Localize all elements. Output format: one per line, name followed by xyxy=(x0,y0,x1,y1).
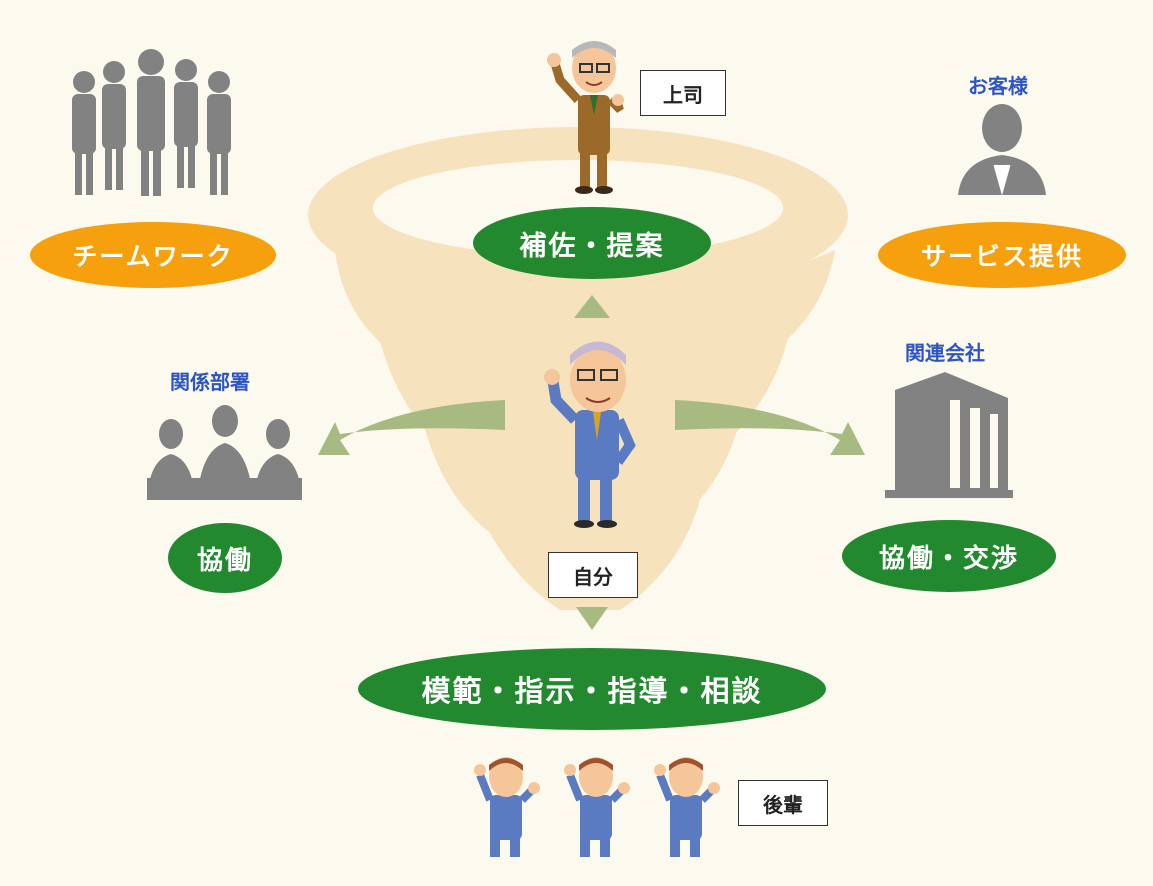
related-dept-silhouette xyxy=(147,405,302,500)
juniors-action-pill: 模範・指示・指導・相談 xyxy=(358,648,826,730)
related-company-action-pill: 協働・交渉 xyxy=(842,520,1056,592)
boss-label: 上司 xyxy=(640,70,726,116)
up-arrow xyxy=(574,295,610,318)
related-dept-label: 関係部署 xyxy=(170,370,250,394)
team-action-pill: チームワーク xyxy=(30,222,276,288)
down-arrow xyxy=(576,607,608,630)
junior-figures xyxy=(474,757,720,857)
related-dept-action-pill: 協働 xyxy=(168,523,282,593)
right-arrow xyxy=(675,400,865,455)
customer-label: お客様 xyxy=(968,74,1028,98)
self-figure xyxy=(544,341,636,528)
team-silhouette xyxy=(72,49,231,196)
juniors-label: 後輩 xyxy=(738,780,828,826)
boss-figure xyxy=(547,41,624,194)
self-label: 自分 xyxy=(548,552,638,598)
related-company-label: 関連会社 xyxy=(905,341,985,365)
boss-action-pill: 補佐・提案 xyxy=(473,207,711,279)
building-silhouette xyxy=(885,372,1013,498)
left-arrow xyxy=(318,400,505,455)
customer-action-pill: サービス提供 xyxy=(878,222,1126,288)
